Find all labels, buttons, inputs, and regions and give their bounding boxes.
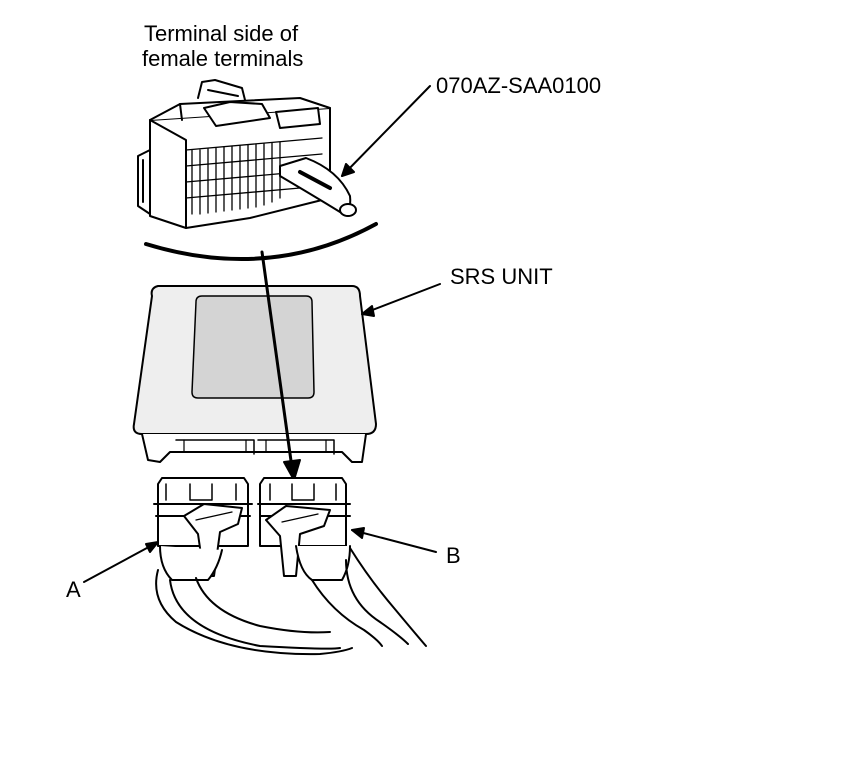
leader-srs-unit (361, 283, 441, 315)
connection-arrow (260, 250, 294, 470)
terminal-side-label-line1: Terminal side of (144, 21, 299, 46)
leader-a-arrowhead (145, 541, 159, 553)
connector-a (153, 477, 353, 656)
connection-arrowhead (283, 459, 301, 481)
view-arc (144, 222, 378, 261)
connector-b-label: B (446, 543, 461, 568)
terminal-cavities (185, 137, 323, 215)
leader-srs-arrowhead (361, 305, 375, 317)
leader-tool (341, 85, 431, 177)
female-connector-top (137, 79, 331, 229)
tool-part-number-label: 070AZ-SAA0100 (436, 73, 602, 98)
special-tool-070az (279, 157, 357, 217)
srs-unit-label: SRS UNIT (450, 264, 553, 289)
connector-a-label: A (66, 577, 81, 602)
leader-b-arrowhead (351, 527, 365, 539)
leader-b (351, 529, 437, 553)
leader-tool-arrowhead (341, 163, 355, 177)
leader-a (83, 541, 159, 583)
connector-b (257, 477, 427, 647)
terminal-side-label-line2: female terminals (142, 46, 304, 71)
srs-unit-body (132, 285, 377, 463)
